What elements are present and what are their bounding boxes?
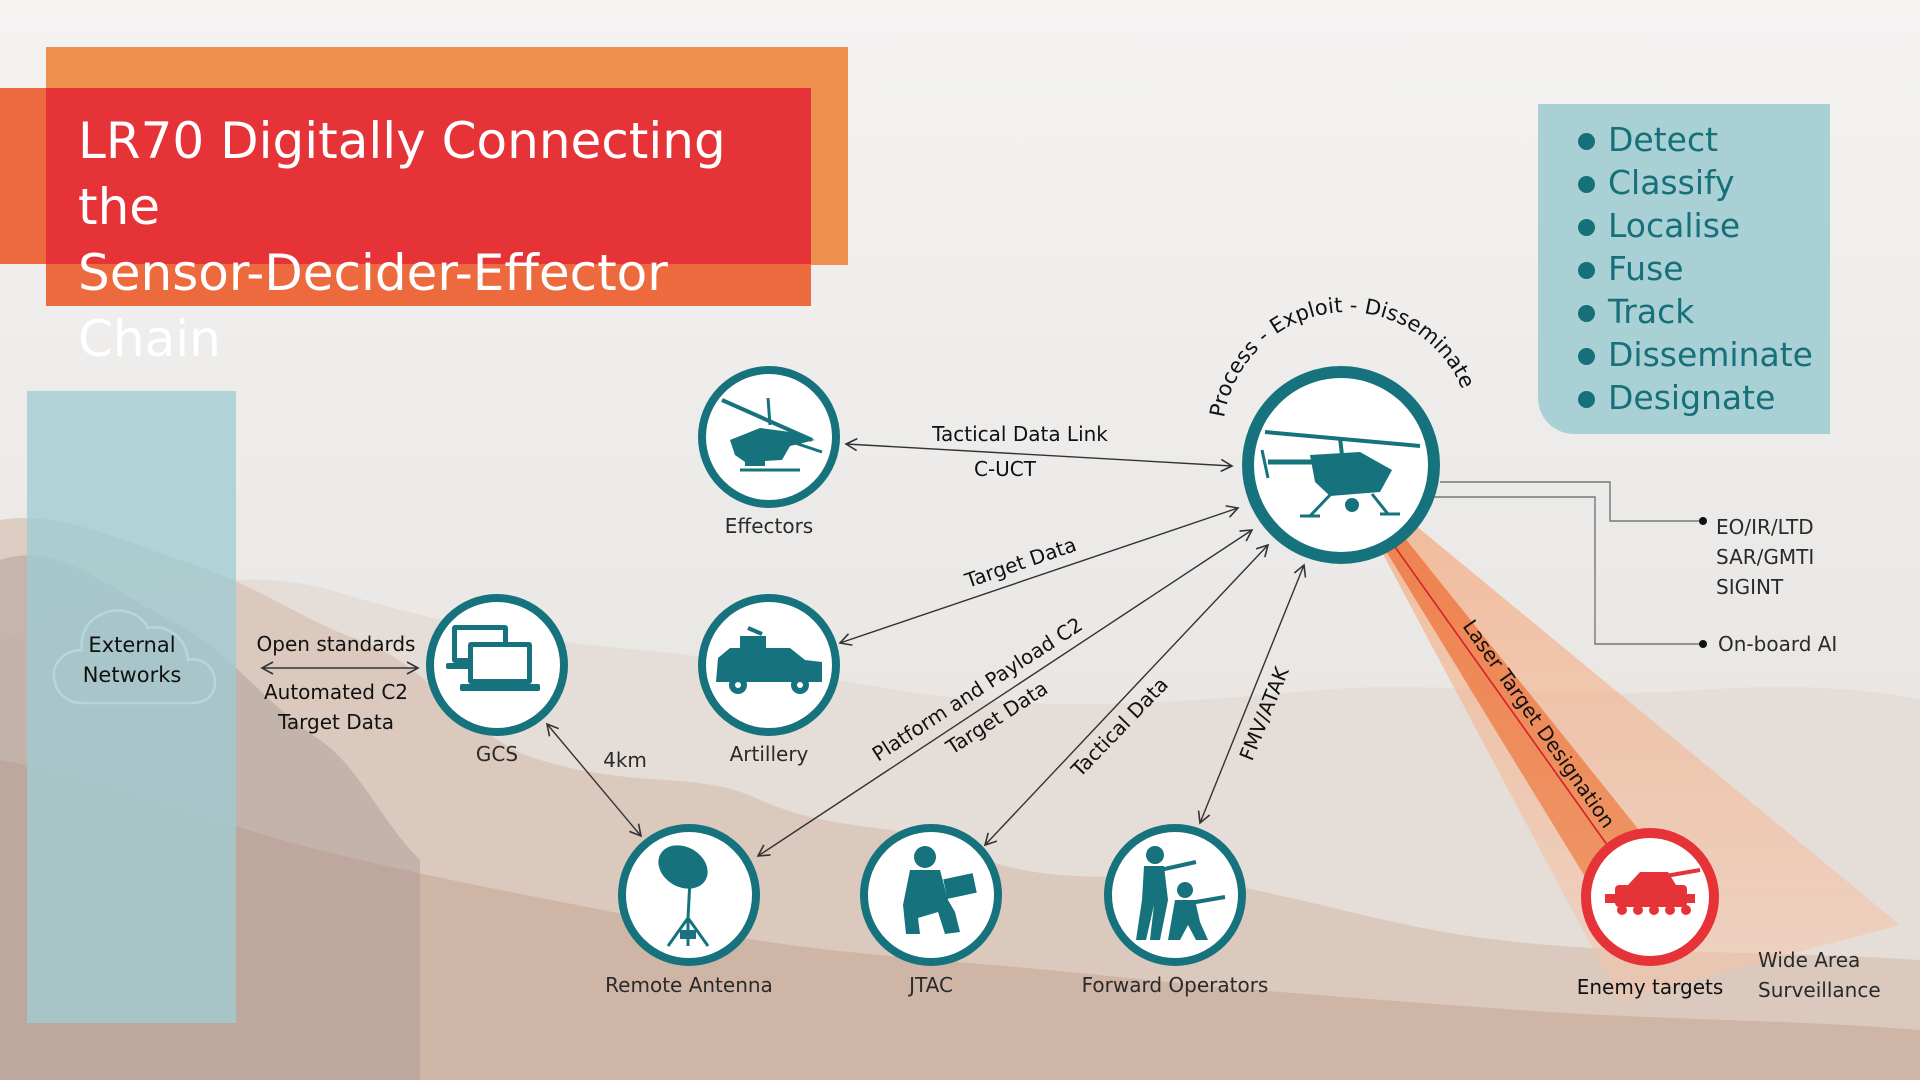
label-forward-operators: Forward Operators xyxy=(1075,973,1275,997)
label-artillery: Artillery xyxy=(689,742,849,766)
external-networks-panel xyxy=(27,391,236,1023)
payload-bullet-ai xyxy=(1699,640,1707,648)
node-jtac xyxy=(864,828,998,962)
label-gcs: GCS xyxy=(437,742,557,766)
label-jtac: JTAC xyxy=(871,973,991,997)
label-open-standards: Open standards xyxy=(250,632,422,656)
node-drone xyxy=(1248,372,1434,558)
capabilities-list: Detect Classify Localise Fuse Track Diss… xyxy=(1538,104,1830,419)
capabilities-panel: Detect Classify Localise Fuse Track Diss… xyxy=(1538,104,1830,434)
node-remote-antenna xyxy=(622,828,756,962)
external-networks-line-2: Networks xyxy=(62,660,202,690)
external-networks-label: External Networks xyxy=(62,630,202,690)
label-eo-ir-ltd: EO/IR/LTD xyxy=(1716,512,1814,542)
payload-bullet-sensors xyxy=(1699,517,1707,525)
capability-track: Track xyxy=(1578,290,1830,333)
label-remote-antenna: Remote Antenna xyxy=(589,973,789,997)
external-networks-line-1: External xyxy=(62,630,202,660)
label-sensor-payloads: EO/IR/LTD SAR/GMTI SIGINT xyxy=(1716,512,1814,602)
node-enemy-targets xyxy=(1586,833,1714,961)
capability-classify: Classify xyxy=(1578,161,1830,204)
node-effectors xyxy=(702,370,836,504)
node-gcs xyxy=(430,598,564,732)
label-onboard-ai: On-board AI xyxy=(1718,632,1837,656)
label-automated-c2: Automated C2 xyxy=(250,680,422,704)
capability-fuse: Fuse xyxy=(1578,247,1830,290)
node-forward-operators xyxy=(1108,828,1242,962)
capability-detect: Detect xyxy=(1578,118,1830,161)
label-tactical-data-link: Tactical Data Link xyxy=(920,422,1120,446)
label-wide-area-surveillance: Wide Area Surveillance xyxy=(1758,945,1908,1005)
label-sar-gmti: SAR/GMTI xyxy=(1716,542,1814,572)
label-surveillance: Surveillance xyxy=(1758,975,1908,1005)
capability-disseminate: Disseminate xyxy=(1578,333,1830,376)
label-sigint: SIGINT xyxy=(1716,572,1814,602)
capability-localise: Localise xyxy=(1578,204,1830,247)
label-enemy-targets: Enemy targets xyxy=(1560,975,1740,999)
label-range-4km: 4km xyxy=(590,748,660,772)
label-wide-area: Wide Area xyxy=(1758,945,1908,975)
capability-designate: Designate xyxy=(1578,376,1830,419)
label-c-uct: C-UCT xyxy=(955,457,1055,481)
label-effectors: Effectors xyxy=(689,514,849,538)
node-artillery xyxy=(702,598,836,732)
label-target-data-gcs: Target Data xyxy=(250,710,422,734)
